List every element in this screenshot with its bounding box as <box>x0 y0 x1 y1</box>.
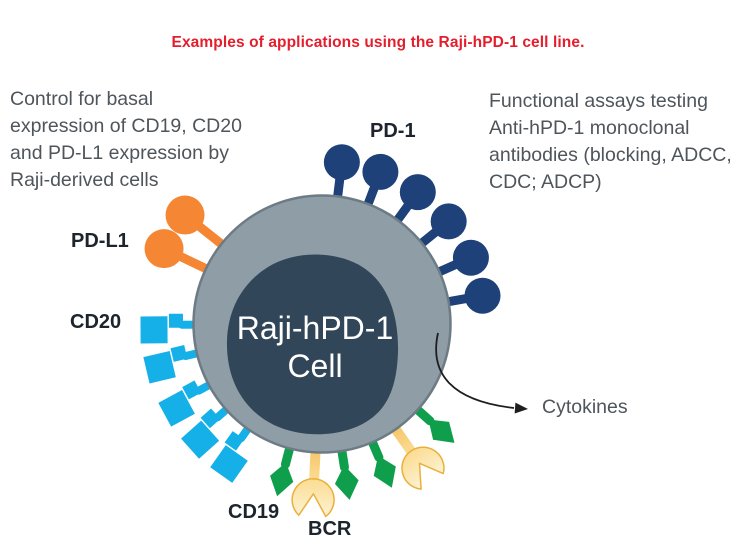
cytokines-arrowhead <box>514 402 528 414</box>
cd20-connector-square <box>168 313 184 328</box>
pd1-head <box>362 153 399 190</box>
cd20-head-square <box>158 390 195 427</box>
cd19-head-diamond <box>373 455 396 488</box>
cell-nucleus <box>226 254 399 435</box>
cd20-connector-square <box>200 408 221 429</box>
pdl1-head <box>165 195 205 235</box>
pd1-head <box>464 277 501 314</box>
note-right-applications: Functional assays testing Anti-hPD-1 mon… <box>489 90 732 193</box>
bcr-head-wrench <box>291 478 335 518</box>
pd1-head <box>430 203 467 240</box>
cd20-head-square <box>210 445 248 483</box>
pd1-head <box>452 239 489 276</box>
cd19-head-diamond <box>270 462 294 497</box>
cd20-head-square <box>181 420 220 459</box>
page-title: Examples of applications using the Raji-… <box>171 34 585 51</box>
cd20-connector-square <box>182 380 202 400</box>
pd1-head <box>323 144 360 181</box>
cd19-head-diamond <box>428 419 455 443</box>
bcr-head-wrench <box>401 446 445 490</box>
pdl1-head <box>144 229 184 269</box>
label-bcr-receptor: BCR <box>308 518 352 540</box>
cytokines-arrow-line <box>435 332 515 409</box>
cd19-head-diamond <box>334 465 359 500</box>
pd1-head <box>399 174 436 211</box>
cd20-connector-square <box>224 431 245 451</box>
label-pdl1-receptor: PD-L1 <box>71 230 129 252</box>
label-cd19-receptor: CD19 <box>228 501 280 523</box>
label-pd1-receptor: PD-1 <box>370 120 416 142</box>
label-cd20-receptor: CD20 <box>70 311 122 333</box>
note-left-applications: Control for basal expression of CD19, CD… <box>10 88 242 191</box>
cd20-head-square <box>143 351 176 384</box>
cell-name-label: Raji-hPD-1 Cell <box>236 310 394 384</box>
cd20-head-square <box>140 316 168 344</box>
cd20-connector-square <box>170 345 188 362</box>
label-cytokines: Cytokines <box>542 396 628 418</box>
